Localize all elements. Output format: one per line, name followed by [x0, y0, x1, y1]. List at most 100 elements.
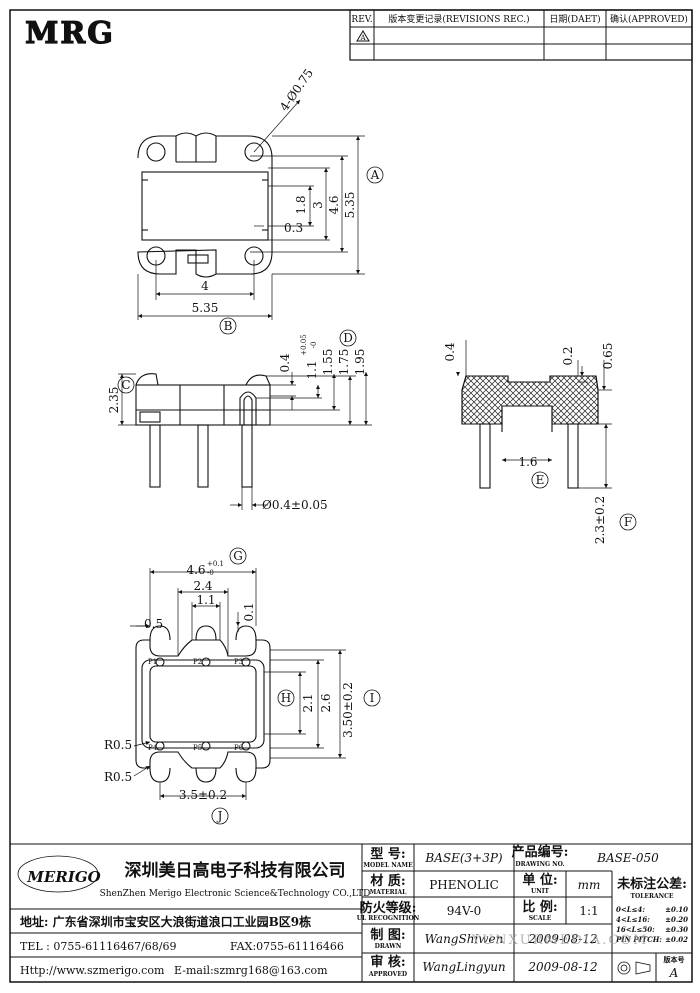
company-fax: FAX:0755-61116466 — [230, 940, 344, 953]
tolerance-range: 0<L≤4: — [616, 905, 645, 914]
rev-value: A — [669, 966, 679, 980]
dim-section-2-3: 2.3±0.2 — [593, 496, 607, 544]
approved-date: 2009-08-12 — [527, 960, 597, 974]
dim-bottom-2-6: 2.6 — [319, 693, 333, 712]
mark-c: C — [121, 378, 130, 392]
dim-section-1-6: 1.6 — [518, 455, 537, 469]
bottom-view — [135, 625, 271, 783]
dim-pin-dia: Ø0.4±0.05 — [262, 498, 328, 512]
tolerance-value: ±0.30 — [665, 925, 688, 934]
dim-4: 4 — [201, 279, 209, 293]
drawn-value: WangShiwen — [425, 932, 504, 946]
rev-label: 版本号 — [664, 955, 685, 964]
model-sub: MODEL NAME — [363, 862, 413, 869]
section-view-labels: 0.4 0.2 0.65 1.6 E 2.3±0.2 F — [443, 342, 637, 544]
scale-value: 1:1 — [579, 904, 598, 918]
dim-bottom-4-6: 4.6 — [186, 563, 205, 577]
dim-bottom-3-5: 3.5±0.2 — [179, 788, 227, 802]
callout-d — [339, 329, 357, 347]
rev-triangle-icon — [356, 30, 370, 42]
tolerance-range: 16<L≤50: — [616, 925, 655, 934]
callout-f — [619, 513, 637, 531]
bottom-view-dims — [130, 568, 346, 800]
dim-bottom-3-50: 3.50±0.2 — [341, 682, 355, 738]
rev-header-approved: 确认(APPROVED) — [610, 13, 688, 25]
merigo-logo-text: MERIGO — [26, 868, 100, 886]
callout-b — [219, 317, 237, 335]
dim-section-0-2: 0.2 — [561, 346, 575, 365]
tolerance-value: ±0.02 — [665, 935, 688, 944]
dim-bottom-2-1: 2.1 — [301, 693, 315, 712]
tolerance-range: 4<L≤16: — [616, 915, 650, 924]
model-label: 型 号: — [370, 846, 405, 862]
dim-bottom-0-5: 0.5 — [144, 617, 163, 631]
callout-j — [211, 807, 229, 825]
mark-b: B — [224, 319, 233, 333]
dim-bottom-r1: R0.5 — [104, 738, 132, 752]
mark-j: J — [216, 809, 223, 823]
dim-1-55: 1.55 — [321, 349, 335, 376]
unit-value: mm — [578, 878, 601, 892]
merigo-logo: MERIGO — [17, 855, 101, 893]
mark-h: H — [281, 691, 291, 705]
drawn-sub: DRAWN — [375, 943, 402, 950]
dim-3: 3 — [311, 201, 325, 209]
model-value: BASE(3+3P) — [424, 851, 503, 865]
drawing-label: 产品编号: — [512, 844, 569, 860]
unit-sub: UNIT — [531, 888, 550, 895]
scale-sub: SCALE — [529, 915, 552, 922]
dim-1-1: 1.1 — [305, 360, 319, 379]
dim-5-35-v: 5.35 — [343, 192, 357, 219]
company-web: Http://www.szmerigo.com — [20, 964, 165, 977]
sheet-border — [9, 9, 693, 983]
company-address: 地址: 广东省深圳市宝安区大浪街道浪口工业园B区9栋 — [20, 914, 311, 929]
section-view — [461, 375, 599, 489]
tolerance-list: 0<L≤4: ±0.10 4<L≤16: ±0.20 16<L≤50: ±0.3… — [615, 905, 688, 944]
scale-label: 比 例: — [522, 899, 557, 915]
approved-label: 审 核: — [370, 954, 405, 970]
dim-bottom-4-6-tol-up: +0.1 — [207, 560, 224, 568]
mark-a: A — [370, 168, 380, 182]
callout-g — [229, 547, 247, 565]
mrg-logo: MRG — [17, 15, 125, 52]
side-view — [135, 373, 271, 488]
dim-4-6: 4.6 — [327, 195, 341, 214]
dim-1-1-tol-dn: -0 — [310, 342, 318, 349]
callout-i — [363, 689, 381, 707]
side-view-dims — [118, 372, 372, 510]
company-name-cn: 深圳美日高电子科技有限公司 — [125, 860, 346, 881]
ul-label: 防火等级: — [360, 900, 417, 916]
side-view-labels: C 2.35 0.4 1.1 +0.05 -0 1.55 1.75 1.95 D… — [107, 329, 367, 512]
drawn-date: 2009-08-12 — [527, 932, 597, 946]
pin-label-5: P5 — [193, 744, 202, 752]
dim-bottom-4-6-tol-dn: -0 — [207, 569, 214, 577]
company-email: E-mail:szmrg168@163.com — [174, 964, 328, 977]
approved-sub: APPROVED — [368, 971, 407, 978]
ul-value: 94V-0 — [447, 904, 482, 918]
dim-section-0-65: 0.65 — [601, 343, 615, 370]
pin-label-4: P4 — [148, 744, 158, 752]
ul-sub: UL RECOGNITION — [357, 915, 420, 922]
approved-value: WangLingyun — [422, 960, 505, 974]
tolerance-range: PIN PITCH: — [615, 935, 662, 944]
dim-holes: 4-Ø0.75 — [277, 66, 316, 114]
pin-label-6: P6 — [234, 744, 244, 752]
material-sub: MATERIAL — [370, 889, 407, 896]
material-label: 材 质: — [370, 873, 405, 889]
drawn-label: 制 图: — [370, 927, 405, 943]
rev-header-date: 日期(DAET) — [549, 14, 600, 25]
rev-header-record: 版本变更记录(REVISIONS REC.) — [388, 13, 529, 25]
bottom-view-labels: G 4.6 +0.1 -0 2.4 1.1 0.5 0.1 H 2.1 2.6 … — [104, 547, 381, 825]
callout-e — [531, 471, 549, 489]
dim-0-3: 0.3 — [284, 221, 303, 235]
logo-text: MRG — [25, 16, 115, 51]
dim-bottom-0-1: 0.1 — [242, 602, 256, 621]
dim-bottom-2-4: 2.4 — [193, 579, 212, 593]
dim-1-1-tol-up: +0.05 — [300, 334, 308, 355]
tolerance-title: 未标注公差: — [616, 876, 687, 892]
pin-label-2: P2 — [193, 658, 202, 666]
projection-symbol-icon — [617, 961, 651, 975]
mark-g: G — [233, 549, 243, 563]
dim-5-35-h: 5.35 — [192, 301, 219, 315]
